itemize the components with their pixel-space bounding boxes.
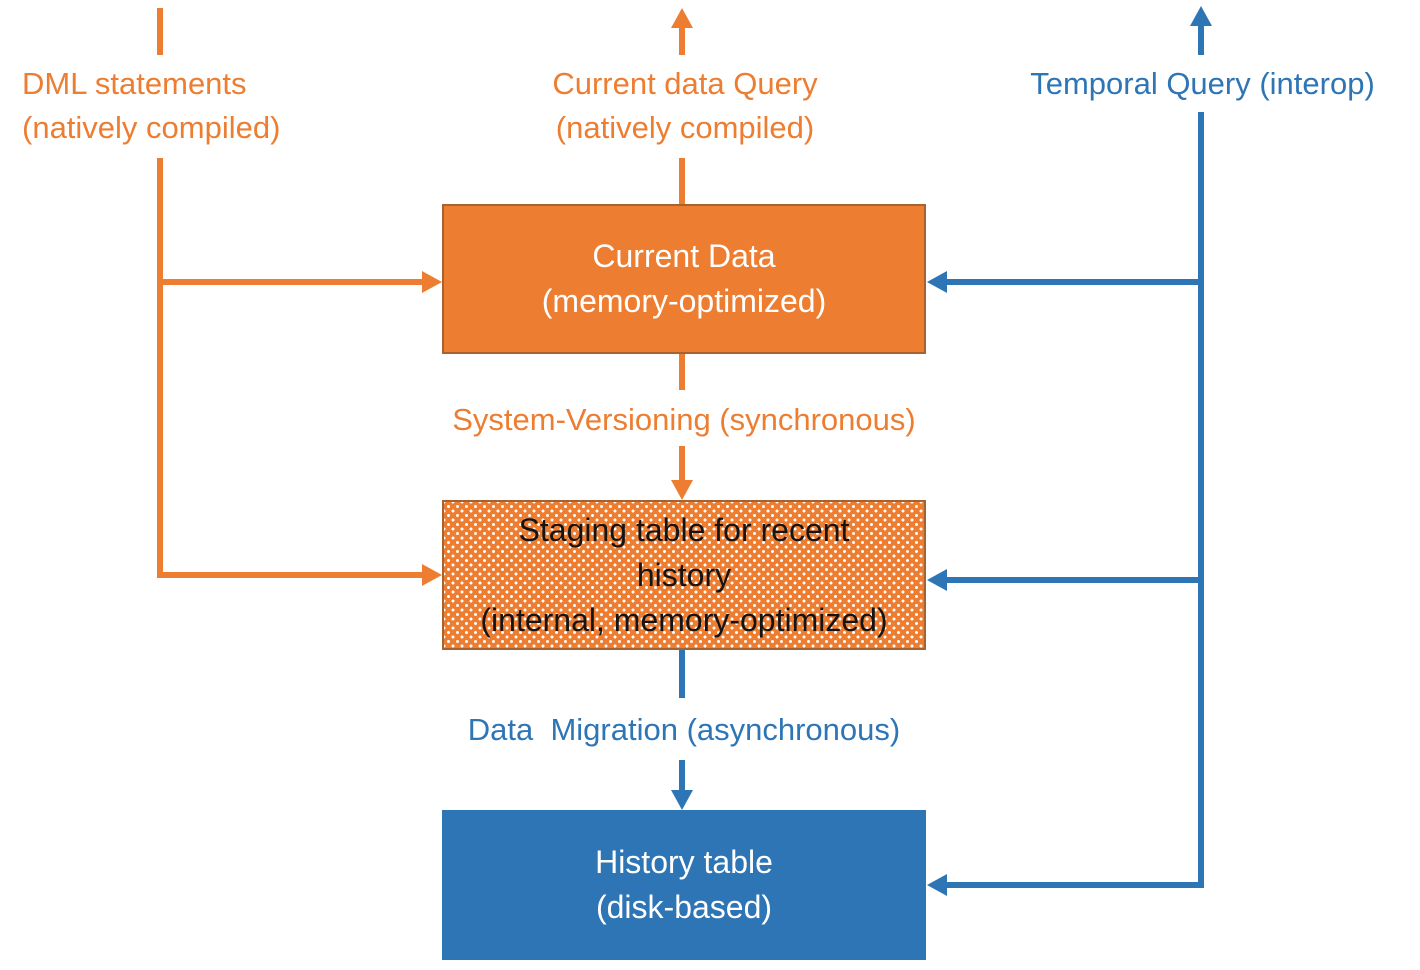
data-migration-down-arrowhead-icon <box>671 790 693 810</box>
temporal-query-up-arrowhead-icon <box>1190 6 1212 26</box>
system-versioning-top-stub <box>679 354 685 390</box>
data-migration-arrow-shaft <box>679 760 685 792</box>
current-query-to-box-line <box>679 158 685 204</box>
temporal-query-label: Temporal Query (interop) <box>1030 66 1375 101</box>
data-migration-top-stub <box>679 650 685 698</box>
current-query-up-arrow-shaft <box>679 27 685 55</box>
temporal-to-staging-arrowhead-icon <box>927 569 947 591</box>
dml-rail-top-stub <box>157 8 163 55</box>
system-versioning-label: System-Versioning (synchronous) <box>452 402 916 437</box>
temporal-rail-vertical-line <box>1198 112 1204 888</box>
current-data-box: Current Data (memory-optimized) <box>442 204 926 354</box>
system-versioning-down-arrowhead-icon <box>671 480 693 500</box>
temporal-to-history-arrow-line <box>947 882 1204 888</box>
dml-to-current-data-arrowhead-icon <box>422 271 442 293</box>
dml-to-staging-arrowhead-icon <box>422 564 442 586</box>
current-data-query-label: Current data Query (natively compiled) <box>552 66 818 145</box>
temporal-to-current-data-arrow-line <box>947 279 1204 285</box>
history-table-box: History table (disk-based) <box>442 810 926 960</box>
system-versioning-arrow-shaft <box>679 446 685 482</box>
staging-table-box: Staging table for recent history (intern… <box>442 500 926 650</box>
current-query-up-arrowhead-icon <box>671 8 693 28</box>
temporal-to-history-arrowhead-icon <box>927 874 947 896</box>
data-migration-label: Data Migration (asynchronous) <box>467 712 901 747</box>
temporal-to-staging-arrow-line <box>947 577 1204 583</box>
dml-statements-label: DML statements (natively compiled) <box>22 66 281 145</box>
dml-to-current-data-arrow-line <box>157 279 424 285</box>
temporal-to-current-data-arrowhead-icon <box>927 271 947 293</box>
temporal-query-up-arrow-shaft <box>1198 25 1204 55</box>
dml-rail-vertical-line <box>157 158 163 578</box>
dml-to-staging-arrow-line <box>157 572 424 578</box>
